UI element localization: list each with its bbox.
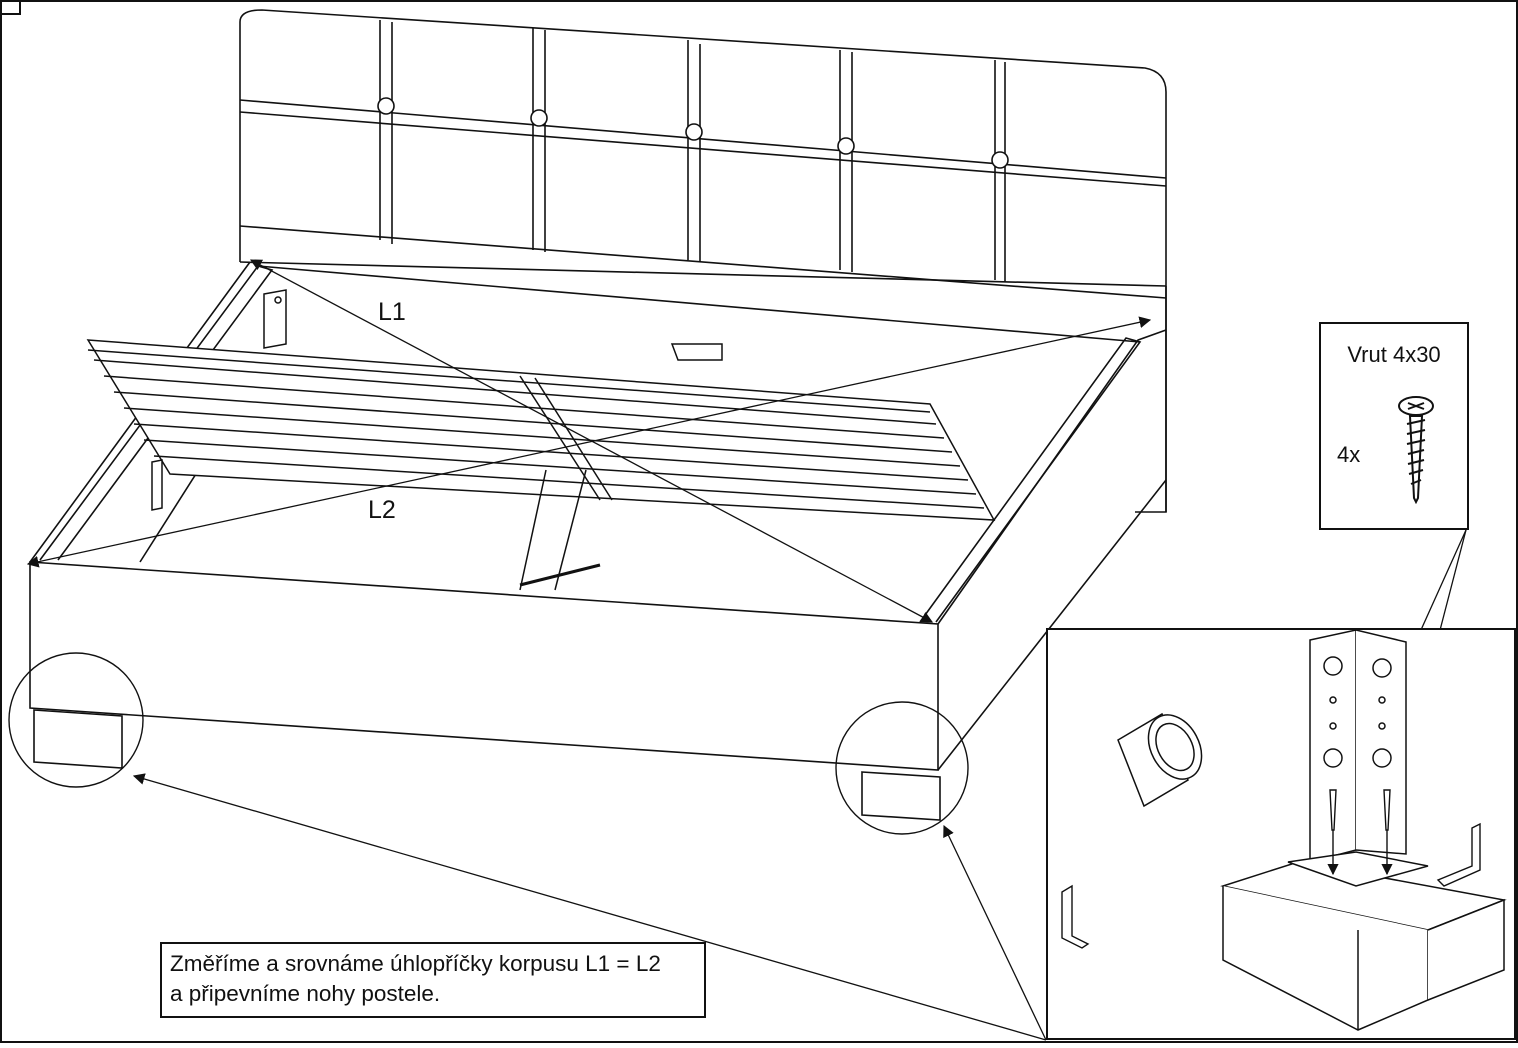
screw-spec-box: Vrut 4x30 4x xyxy=(1319,322,1469,530)
bed-frame xyxy=(29,261,1167,771)
zoom-circle-left xyxy=(8,652,144,788)
diagonal-l2 xyxy=(26,316,1152,568)
bed-leg xyxy=(1220,861,1507,1031)
slatted-frame xyxy=(86,339,996,591)
screw-quantity: 4x xyxy=(1337,442,1361,467)
instruction-note: Změříme a srovnáme úhlopříčky korpusu L1… xyxy=(160,942,706,1018)
detail-screws xyxy=(1327,789,1393,876)
detail-canvas xyxy=(1061,629,1507,1031)
instruction-line-2: a připevníme nohy postele. xyxy=(170,981,441,1006)
corner-bracket xyxy=(1287,629,1429,887)
zoom-circle-right xyxy=(835,701,969,835)
label-l1: L1 xyxy=(378,298,406,326)
zoom-circles xyxy=(8,652,969,835)
label-l2: L2 xyxy=(368,496,396,524)
angle-brackets xyxy=(1061,822,1481,949)
tube-cap xyxy=(1117,712,1203,808)
diagonals xyxy=(26,259,1152,623)
bed-legs xyxy=(33,709,941,821)
screw-title: Vrut 4x30 xyxy=(1347,342,1441,367)
detail-view xyxy=(1046,628,1516,1040)
step-number-box xyxy=(0,0,21,15)
screw-icon xyxy=(1398,396,1434,504)
instruction-line-1: Změříme a srovnáme úhlopříčky korpusu L1… xyxy=(170,951,661,976)
